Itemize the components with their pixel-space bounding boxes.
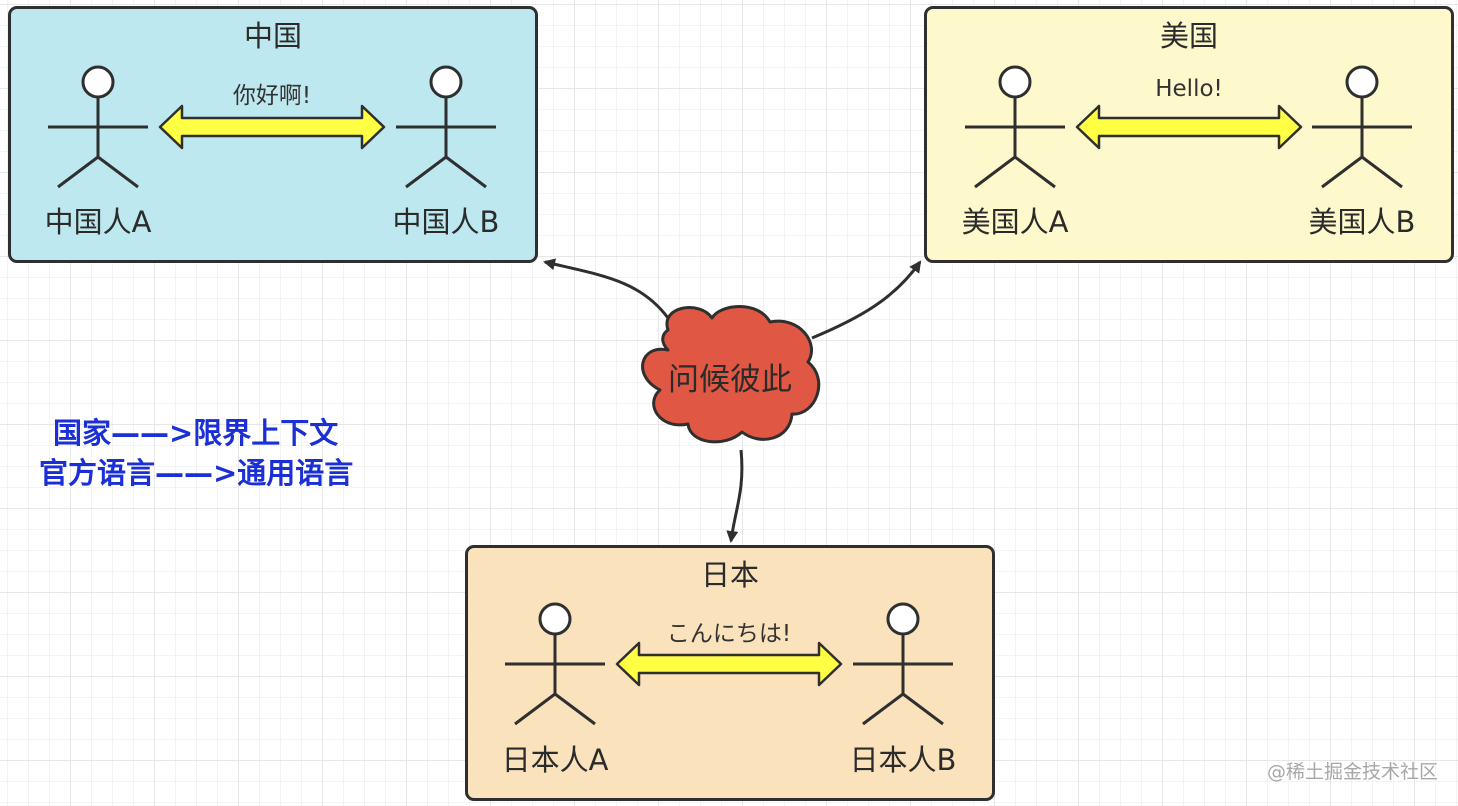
usa-person-b-figure (1312, 65, 1412, 189)
usa-person-a-label: 美国人A (961, 205, 1069, 239)
china-person-a-figure (48, 65, 148, 189)
china-greeting: 你好啊! (232, 83, 312, 109)
usa-person-b-label: 美国人B (1308, 205, 1416, 239)
usa-greeting: Hello! (1155, 76, 1223, 102)
japan-double-arrow (615, 641, 843, 687)
usa-panel-title: 美国 (1159, 19, 1218, 53)
china-person-b-label: 中国人B (392, 205, 500, 239)
japan-person-a-label: 日本人A (501, 743, 609, 777)
watermark-text: @稀土掘金技术社区 (1266, 761, 1438, 783)
japan-person-b-figure (853, 602, 953, 726)
connector-to-china (543, 258, 670, 319)
china-person-a-label: 中国人A (44, 205, 152, 239)
cloud-shape (641, 305, 821, 444)
cloud-label: 问候彼此 (668, 362, 792, 398)
connector-to-japan (726, 449, 744, 543)
japan-greeting: こんにちは! (666, 621, 792, 647)
china-person-b-figure (396, 65, 496, 189)
usa-double-arrow (1075, 104, 1303, 150)
china-panel-title: 中国 (243, 19, 302, 53)
usa-person-a-figure (965, 65, 1065, 189)
connector-to-usa (811, 260, 922, 340)
japan-panel-title: 日本 (700, 558, 759, 592)
china-double-arrow (158, 104, 386, 150)
japan-person-b-label: 日本人B (849, 743, 957, 777)
note-line-language: 官方语言——>通用语言 (39, 456, 354, 490)
japan-person-a-figure (505, 602, 605, 726)
note-line-country: 国家——>限界上下文 (53, 416, 339, 450)
